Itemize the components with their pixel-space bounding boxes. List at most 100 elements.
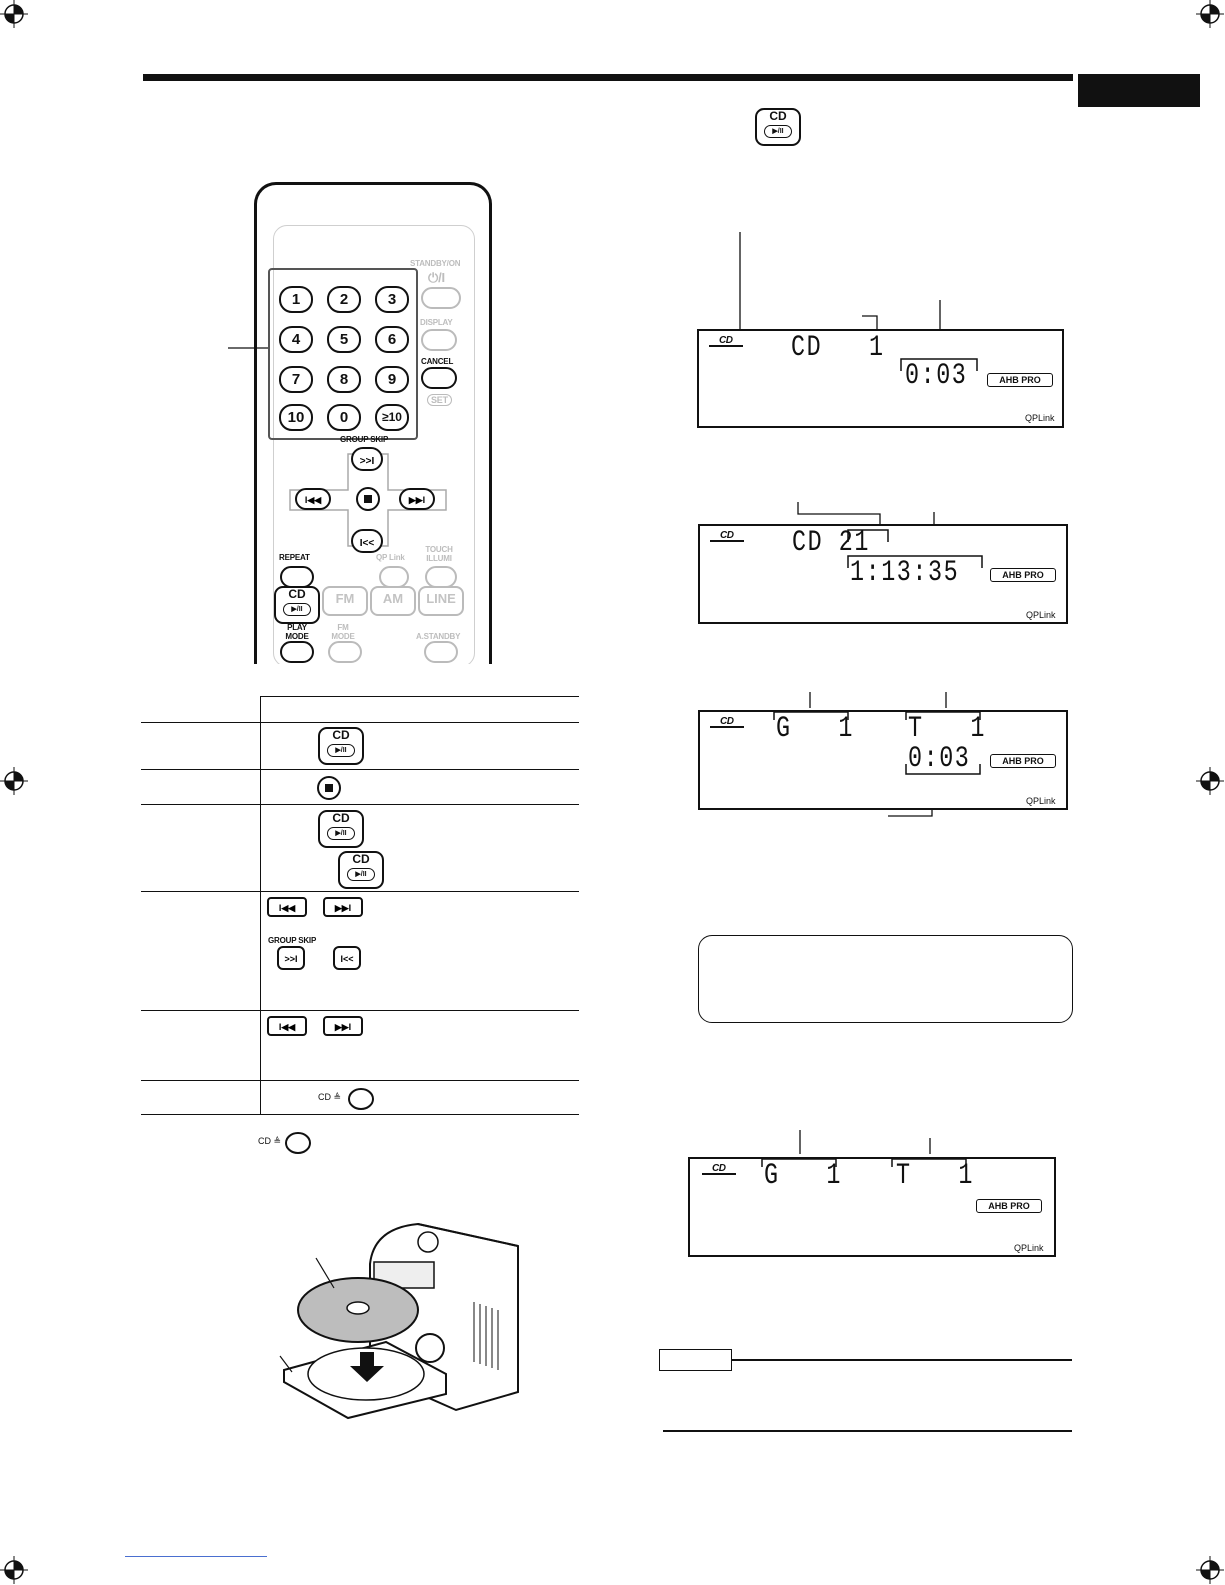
display-label: DISPLAY	[420, 318, 453, 327]
svg-text:I<<: I<<	[360, 538, 375, 549]
ahb-pro-indicator: AHB PRO	[990, 568, 1056, 582]
key-7[interactable]: 7	[279, 366, 313, 393]
standby-label: STANDBY/ON	[410, 259, 461, 268]
eject-button-icon	[285, 1132, 311, 1154]
table-cd-play-icon: CD▶/II	[338, 851, 384, 889]
remote-cd-play-button[interactable]: CD▶/II	[274, 586, 320, 624]
display-time-text: 0:03	[908, 742, 971, 776]
display-track-text: T 1	[908, 712, 987, 746]
svg-text:I◀◀: I◀◀	[279, 1022, 296, 1032]
time-bracket	[847, 555, 983, 568]
qplink-indicator: QPLink	[1026, 610, 1056, 620]
cd-indicator-bar	[702, 1173, 736, 1175]
group-skip-buttons-icon: >>I I<<	[277, 946, 361, 970]
table-row-line	[141, 891, 579, 892]
line-button[interactable]: LINE	[418, 586, 464, 616]
svg-text:▶▶I: ▶▶I	[408, 495, 425, 505]
play-mode-label: PLAY MODE	[285, 623, 309, 641]
table-cd-play-icon: CD▶/II	[318, 727, 364, 765]
a-standby-button[interactable]	[424, 641, 458, 663]
registration-mark-icon	[0, 0, 28, 28]
registration-mark-icon	[0, 767, 28, 795]
fm-mode-button[interactable]	[328, 641, 362, 663]
key-2[interactable]: 2	[327, 286, 361, 313]
instruction-eject-label: CD ≜	[258, 1136, 282, 1146]
cd-indicator-bar	[709, 345, 743, 347]
cancel-label: CANCEL	[421, 357, 454, 366]
qplink-indicator: QPLink	[1025, 413, 1055, 423]
table-column-line	[260, 696, 261, 1115]
track-bracket	[905, 711, 981, 720]
operation-table	[141, 696, 579, 1116]
numpad-callout-line	[228, 347, 268, 349]
svg-text:>>I: >>I	[284, 954, 297, 964]
cd-indicator-bar	[710, 540, 744, 542]
svg-text:>>I: >>I	[360, 456, 375, 467]
time-bracket	[900, 358, 978, 371]
qplink-indicator: QPLink	[1026, 796, 1056, 806]
cancel-button[interactable]	[421, 367, 457, 389]
touch-illumi-button[interactable]	[425, 566, 457, 588]
registration-mark-icon	[1196, 0, 1224, 28]
key-0[interactable]: 0	[327, 404, 361, 431]
note-label-box	[659, 1349, 732, 1371]
table-cd-play-icon: CD▶/II	[318, 810, 364, 848]
display-button[interactable]	[421, 329, 457, 351]
lcd-display-1: CD CD 1 0:03 AHB PRO QPLink	[697, 329, 1064, 428]
navigation-cross: >>I I<< I◀◀ ▶▶I	[289, 447, 447, 553]
cd-indicator: CD	[719, 335, 733, 346]
stop-button-icon	[317, 776, 341, 800]
remote-inner-frame	[273, 225, 475, 664]
key-9[interactable]: 9	[375, 366, 409, 393]
lcd-display-2: CD CD 21 1:13:35 AHB PRO QPLink	[698, 524, 1068, 624]
key-10[interactable]: 10	[279, 404, 313, 431]
key-plus-10[interactable]: ≥10	[375, 404, 409, 431]
qplink-indicator: QPLink	[1014, 1243, 1044, 1253]
touch-illumi-label: TOUCH ILLUMI	[425, 545, 453, 563]
table-eject-label: CD ≜	[318, 1092, 342, 1102]
repeat-label: REPEAT	[279, 553, 310, 562]
key-8[interactable]: 8	[327, 366, 361, 393]
key-5[interactable]: 5	[327, 326, 361, 353]
note-end-rule	[663, 1430, 1072, 1432]
registration-mark-icon	[1196, 767, 1224, 795]
repeat-button[interactable]	[280, 566, 314, 588]
table-header-line	[260, 696, 579, 697]
display-time-text: 0:03	[905, 359, 968, 393]
svg-text:I◀◀: I◀◀	[279, 903, 296, 913]
table-row-line	[141, 1114, 579, 1115]
qp-link-label: QP Link	[376, 553, 405, 562]
skip-buttons-icon: I◀◀ ▶▶I	[267, 1016, 363, 1036]
fm-button[interactable]: FM	[322, 586, 368, 616]
registration-mark-icon	[1196, 1556, 1224, 1584]
track-bracket	[891, 1158, 967, 1167]
display-time-text: 1:13:35	[850, 556, 960, 590]
key-4[interactable]: 4	[279, 326, 313, 353]
table-row-line	[141, 769, 579, 770]
numpad-highlight	[268, 268, 418, 440]
ahb-pro-indicator: AHB PRO	[987, 373, 1053, 387]
standby-button[interactable]	[421, 287, 461, 309]
ahb-pro-indicator: AHB PRO	[990, 754, 1056, 768]
qp-link-button[interactable]	[379, 566, 409, 588]
table-row-line	[141, 1010, 579, 1011]
standby-symbol: ⏻/I	[428, 270, 445, 285]
table-row-line	[141, 1080, 579, 1081]
section-tab	[1078, 74, 1200, 107]
cd-indicator: CD	[720, 716, 734, 727]
set-button[interactable]: SET	[427, 394, 452, 406]
group-bracket	[761, 1158, 837, 1167]
am-button[interactable]: AM	[370, 586, 416, 616]
lcd-display-4: CD G 1 T 1 AHB PRO QPLink	[688, 1157, 1056, 1257]
key-6[interactable]: 6	[375, 326, 409, 353]
display-track-text: T 1	[896, 1159, 975, 1193]
display-track-text: CD 21	[792, 526, 871, 560]
key-3[interactable]: 3	[375, 286, 409, 313]
display-track-text: CD 1	[791, 331, 885, 365]
play-mode-button[interactable]	[280, 641, 314, 663]
cd-indicator: CD	[712, 1163, 726, 1174]
lcd-display-3: CD G 1 T 1 0:03 AHB PRO QPLink	[698, 710, 1068, 810]
key-1[interactable]: 1	[279, 286, 313, 313]
ahb-pro-indicator: AHB PRO	[976, 1199, 1042, 1213]
display1-callouts	[739, 232, 941, 338]
